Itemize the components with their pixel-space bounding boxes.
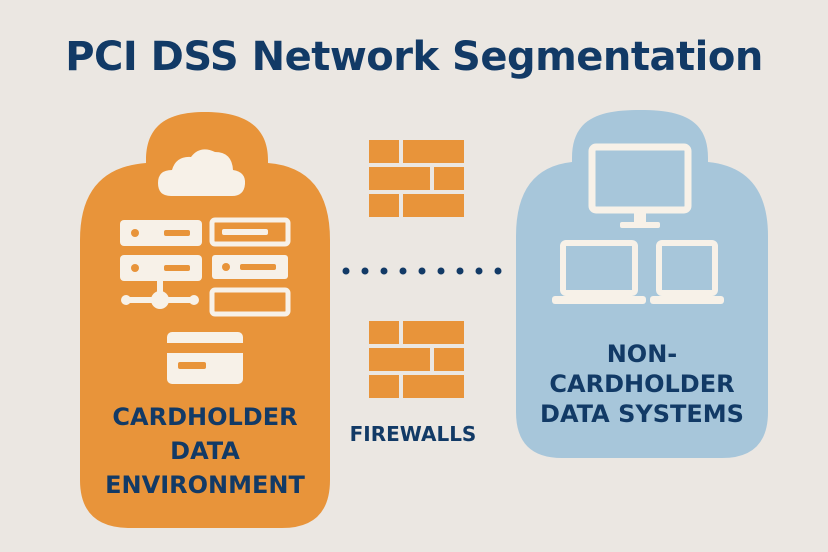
network-node-icon	[121, 281, 199, 309]
cardholder-zone-label: CARDHOLDER DATA ENVIRONMENT	[105, 403, 305, 499]
firewalls-label: FIREWALLS	[349, 422, 477, 446]
credit-card-icon	[167, 332, 243, 384]
page-title: PCI DSS Network Segmentation	[65, 34, 763, 80]
dotted-connector	[342, 267, 502, 275]
cardholder-zone-shape	[80, 112, 330, 528]
non-cardholder-zone-label: NON- CARDHOLDER DATA SYSTEMS	[540, 340, 744, 428]
server-rack-icon	[120, 220, 202, 281]
server-rack-outline-icon	[209, 217, 291, 317]
brick-wall-icon	[369, 140, 464, 217]
cardholder-zone	[80, 112, 330, 528]
cloud-icon	[158, 149, 246, 196]
non-cardholder-zone	[516, 110, 768, 458]
monitor-icon	[588, 143, 692, 228]
brick-wall-icon	[369, 321, 464, 398]
non-cardholder-zone-shape	[516, 110, 768, 458]
laptop-icon	[650, 240, 724, 304]
laptop-icon	[552, 240, 646, 304]
